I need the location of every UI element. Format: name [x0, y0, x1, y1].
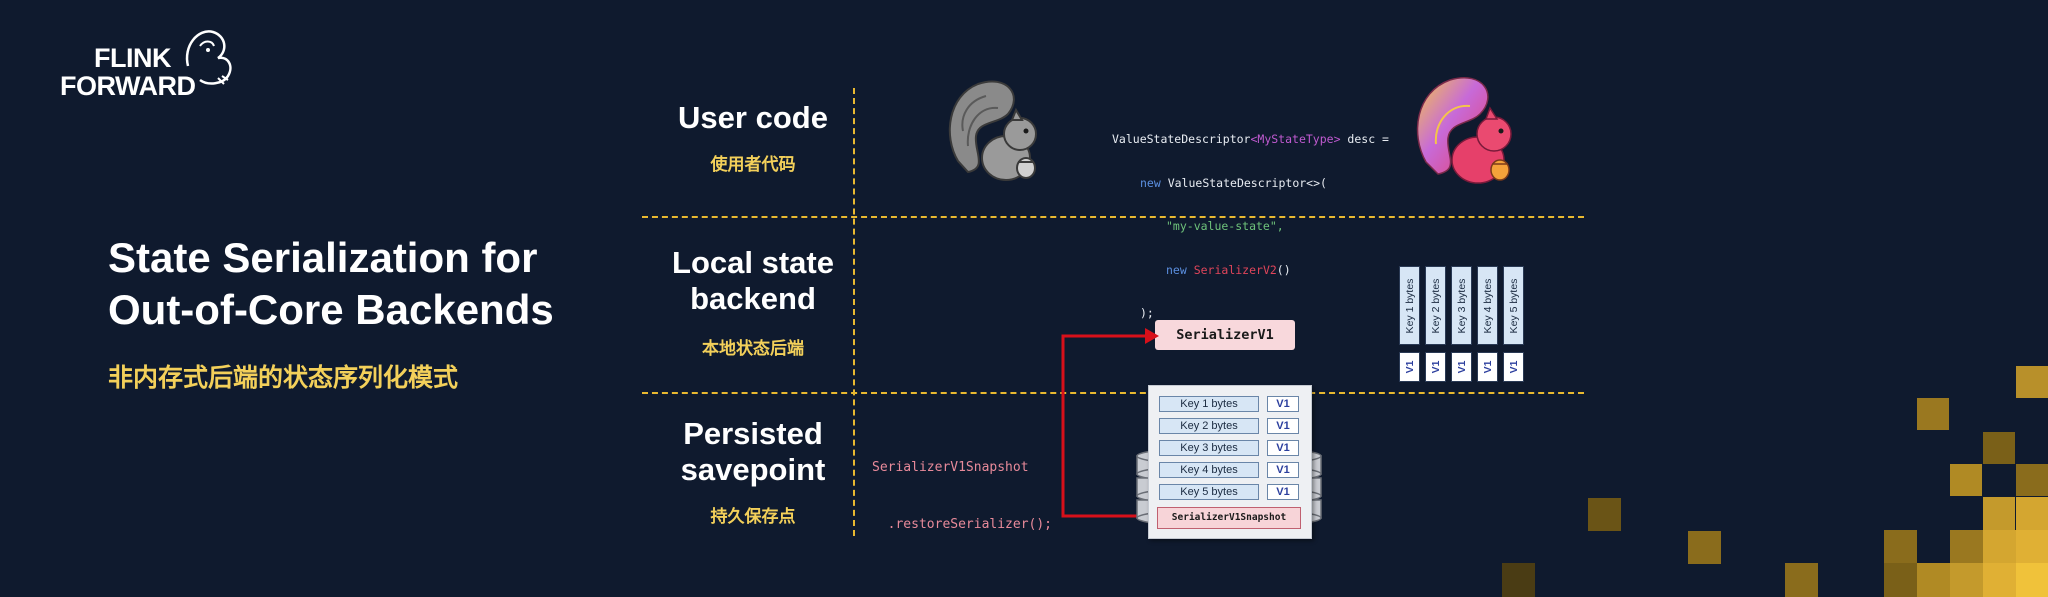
- pixel-block: [2016, 497, 2048, 530]
- code-token: SerializerV2: [1186, 262, 1277, 277]
- local-version-label: V1: [1429, 360, 1442, 374]
- local-state-keys: Key 1 bytes Key 2 bytes Key 3 bytes Key …: [1399, 266, 1525, 386]
- savepoint-version-cell: V1: [1267, 484, 1299, 500]
- pixel-block: [1950, 530, 1983, 563]
- user-code-snippet: ValueStateDescriptor<MyStateType> desc =…: [1112, 103, 1389, 335]
- code-token: <MyStateType>: [1250, 132, 1341, 146]
- local-key-label: Key 4 bytes: [1481, 278, 1494, 333]
- local-version-cell: V1: [1425, 352, 1446, 382]
- savepoint-key-cell: Key 5 bytes: [1159, 484, 1259, 500]
- local-version-label: V1: [1507, 360, 1520, 374]
- savepoint-version-cell: V1: [1267, 396, 1299, 412]
- local-key-label: Key 1 bytes: [1403, 278, 1416, 333]
- savepoint-version-cell: V1: [1267, 418, 1299, 434]
- savepoint-version-cell: V1: [1267, 440, 1299, 456]
- pixel-block: [1950, 563, 1983, 597]
- logo-line1: FLINK: [94, 43, 171, 73]
- savepoint-version-cell: V1: [1267, 462, 1299, 478]
- pixel-block: [2016, 530, 2048, 563]
- savepoint-snapshot-cell: SerializerV1Snapshot: [1157, 507, 1301, 529]
- local-version-cell: V1: [1451, 352, 1472, 382]
- flink-forward-logo: FLINK FORWARD: [58, 26, 238, 106]
- local-key-cell: Key 3 bytes: [1451, 266, 1472, 345]
- row-label-local-state-line1: Local state: [672, 245, 834, 280]
- vertical-divider: [853, 88, 855, 536]
- pixel-block: [2016, 366, 2048, 398]
- slide-title: State Serialization for Out-of-Core Back…: [108, 232, 628, 336]
- pixel-block: [1950, 464, 1982, 496]
- title-line1: State Serialization for: [108, 234, 538, 281]
- pixel-block: [1983, 497, 2015, 530]
- logo-line2: FORWARD: [60, 71, 196, 101]
- restore-serializer-code: SerializerV1Snapshot .restoreSerializer(…: [872, 420, 1052, 553]
- code-line-1: ValueStateDescriptor<MyStateType> desc =: [1112, 132, 1389, 147]
- row-label-savepoint-line1: Persisted: [683, 416, 823, 451]
- savepoint-key-cell: Key 4 bytes: [1159, 462, 1259, 478]
- pixel-block: [1983, 563, 2016, 597]
- colorful-squirrel-icon: [1416, 77, 1512, 184]
- code-token: (): [1276, 262, 1291, 277]
- row-sub-local-state: 本地状态后端: [702, 339, 804, 359]
- pixel-block: [1588, 498, 1621, 531]
- local-key-cell: Key 4 bytes: [1477, 266, 1498, 345]
- savepoint-key-cell: Key 2 bytes: [1159, 418, 1259, 434]
- pixel-block: [1917, 398, 1949, 430]
- row-label-user-code: User code: [678, 100, 828, 135]
- snapshot-code-line1: SerializerV1Snapshot: [872, 460, 1029, 475]
- code-token: );: [1140, 306, 1154, 320]
- code-token: new: [1140, 175, 1161, 190]
- savepoint-card: Key 1 bytes V1 Key 2 bytes V1 Key 3 byte…: [1148, 385, 1312, 539]
- divider-line-2: [642, 392, 1584, 394]
- pixel-block: [1983, 530, 2016, 563]
- row-label-local-state: Local state backend: [643, 245, 863, 317]
- savepoint-key-cell: Key 1 bytes: [1159, 396, 1259, 412]
- pixel-block: [1688, 531, 1721, 564]
- row-label-savepoint: Persisted savepoint: [643, 416, 863, 488]
- row-sub-user-code: 使用者代码: [710, 155, 796, 175]
- pixel-block: [1884, 530, 1917, 563]
- local-key-label: Key 3 bytes: [1455, 278, 1468, 333]
- restore-arrow: [1061, 328, 1159, 518]
- code-token: desc =: [1340, 132, 1389, 146]
- code-line-2: new ValueStateDescriptor<>(: [1112, 176, 1389, 191]
- local-version-label: V1: [1455, 360, 1468, 374]
- gray-squirrel-icon: [948, 80, 1037, 181]
- divider-line-1: [642, 216, 1584, 218]
- local-key-cell: Key 5 bytes: [1503, 266, 1524, 345]
- local-version-cell: V1: [1503, 352, 1524, 382]
- pixel-block: [2016, 563, 2048, 597]
- row-label-savepoint-line2: savepoint: [680, 452, 826, 487]
- code-token: new: [1166, 262, 1187, 277]
- code-token: "my-value-state",: [1166, 219, 1284, 233]
- pixel-block: [1502, 563, 1535, 597]
- code-token: ValueStateDescriptor<>(: [1160, 175, 1327, 190]
- local-version-label: V1: [1481, 360, 1494, 374]
- pixel-block: [2016, 464, 2048, 496]
- title-line2: Out-of-Core Backends: [108, 286, 554, 333]
- squirrel-logo-icon: [185, 30, 232, 85]
- pixel-block: [1884, 563, 1917, 597]
- local-version-label: V1: [1403, 360, 1416, 374]
- local-version-cell: V1: [1477, 352, 1498, 382]
- pixel-block: [1983, 432, 2015, 464]
- pixel-block: [1917, 563, 1950, 597]
- serializer-v1-box: SerializerV1: [1155, 320, 1295, 350]
- code-line-3: "my-value-state",: [1112, 219, 1389, 234]
- snapshot-code-line2: .restoreSerializer();: [872, 517, 1053, 532]
- row-label-local-state-line2: backend: [690, 281, 816, 316]
- code-line-5: );: [1112, 306, 1389, 321]
- local-key-cell: Key 1 bytes: [1399, 266, 1420, 345]
- local-key-label: Key 2 bytes: [1429, 278, 1442, 333]
- code-token: ValueStateDescriptor: [1112, 132, 1251, 146]
- pixel-block: [1785, 563, 1818, 597]
- code-line-4: new SerializerV2(): [1112, 263, 1389, 278]
- local-version-cell: V1: [1399, 352, 1420, 382]
- savepoint-key-cell: Key 3 bytes: [1159, 440, 1259, 456]
- slide-subtitle: 非内存式后端的状态序列化模式: [108, 363, 459, 392]
- row-sub-savepoint: 持久保存点: [710, 507, 796, 527]
- local-key-cell: Key 2 bytes: [1425, 266, 1446, 345]
- local-key-label: Key 5 bytes: [1507, 278, 1520, 333]
